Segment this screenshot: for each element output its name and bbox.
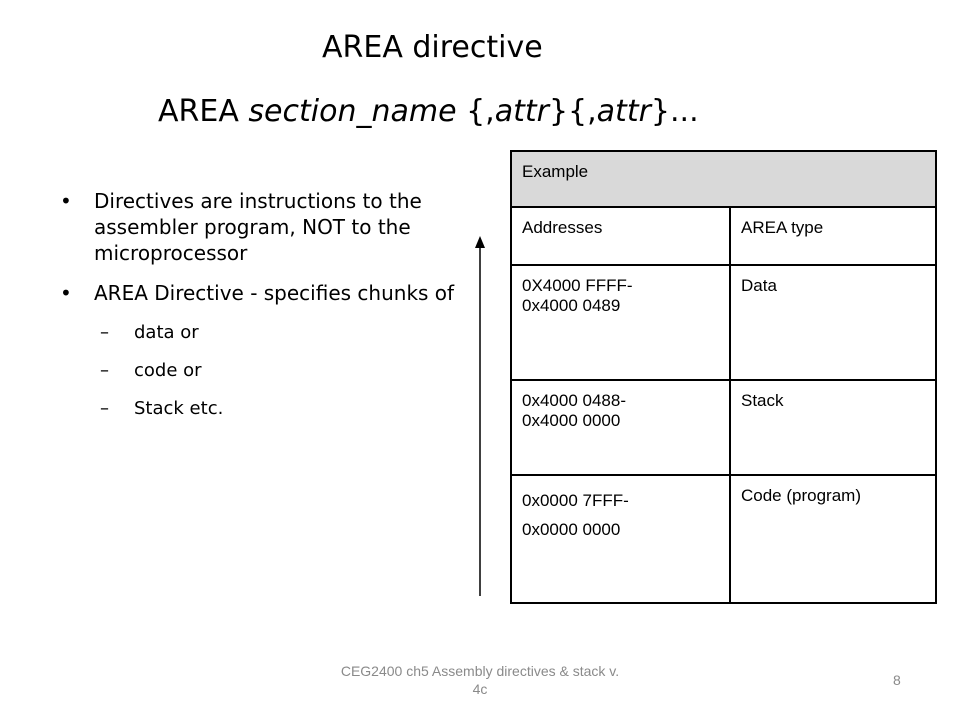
area-type-cell: Data bbox=[729, 264, 937, 381]
syntax-attr-1: attr bbox=[494, 94, 549, 129]
bullet-dot-icon: • bbox=[60, 281, 72, 305]
table-row: 0X4000 FFFF-0x4000 0489 Data bbox=[510, 264, 937, 381]
syntax-mid: }{, bbox=[548, 94, 597, 129]
slide-title: AREA directive bbox=[322, 30, 543, 65]
table-row: 0x4000 0488-0x4000 0000 Stack bbox=[510, 379, 937, 476]
bullet-dot-icon: • bbox=[60, 189, 72, 213]
address-cell: 0x4000 0488-0x4000 0000 bbox=[510, 379, 731, 476]
table-row: 0x0000 7FFF-0x0000 0000 Code (program) bbox=[510, 474, 937, 604]
area-type-cell: Code (program) bbox=[729, 474, 937, 604]
syntax-section-name: section_name bbox=[248, 94, 457, 129]
dash-icon: – bbox=[100, 398, 109, 419]
bullet-text: AREA Directive - specifies chunks of bbox=[94, 281, 455, 305]
bullet-text: Directives are instructions to the assem… bbox=[94, 189, 422, 265]
syntax-keyword: AREA bbox=[158, 94, 239, 129]
column-header-addresses: Addresses bbox=[510, 206, 731, 266]
sub-bullet-item: – data or bbox=[58, 320, 458, 346]
bullet-item: • Directives are instructions to the ass… bbox=[58, 188, 458, 266]
slide-footer: CEG2400 ch5 Assembly directives & stack … bbox=[340, 663, 620, 697]
bullet-item: • AREA Directive - specifies chunks of bbox=[58, 280, 458, 306]
area-syntax: AREA section_name {,attr}{,attr}... bbox=[158, 94, 699, 129]
column-header-area-type: AREA type bbox=[729, 206, 937, 266]
dash-icon: – bbox=[100, 360, 109, 381]
address-direction-arrow-icon bbox=[475, 236, 485, 596]
sub-bullet-item: – code or bbox=[58, 358, 458, 384]
syntax-open: {, bbox=[456, 94, 495, 129]
area-example-table: Example Addresses AREA type 0X4000 FFFF-… bbox=[510, 150, 937, 604]
syntax-attr-2: attr bbox=[596, 94, 651, 129]
sub-bullet-item: – Stack etc. bbox=[58, 396, 458, 422]
address-cell: 0x0000 7FFF-0x0000 0000 bbox=[510, 474, 731, 604]
syntax-close: }... bbox=[650, 94, 699, 129]
address-cell: 0X4000 FFFF-0x4000 0489 bbox=[510, 264, 731, 381]
bullet-list: • Directives are instructions to the ass… bbox=[58, 188, 458, 434]
sub-bullet-text: data or bbox=[134, 322, 199, 343]
sub-bullet-text: code or bbox=[134, 360, 202, 381]
sub-bullet-text: Stack etc. bbox=[134, 398, 224, 419]
page-number: 8 bbox=[893, 672, 901, 688]
table-header: Example bbox=[510, 150, 937, 208]
dash-icon: – bbox=[100, 322, 109, 343]
area-type-cell: Stack bbox=[729, 379, 937, 476]
